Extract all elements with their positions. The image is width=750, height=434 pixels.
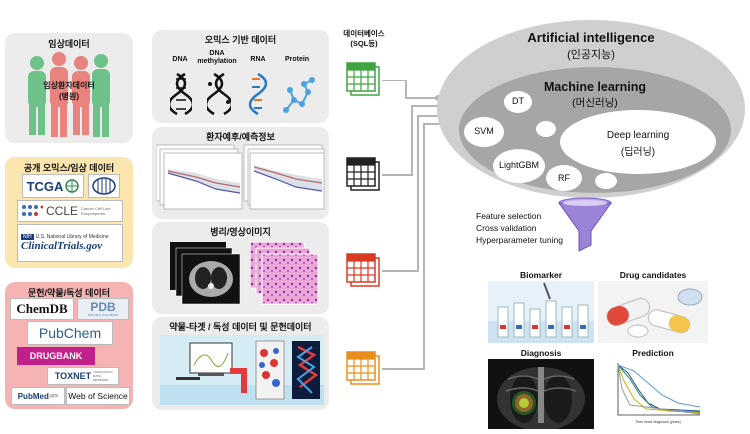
funnel-step-hyperparameter-tuning: Hyperparameter tuning	[476, 235, 563, 245]
ct-scan-stack-image	[170, 242, 241, 305]
rf-label: RF	[558, 173, 570, 183]
toxnet-label: TOXNET	[54, 371, 92, 381]
literature-data-panel: 문헌/약물/독성 데이터 ChemDB PDB PROTEIN DATA BAN…	[5, 282, 133, 409]
rna-strand-icon	[248, 72, 268, 116]
pubmed-label: PubMed	[17, 391, 49, 401]
database-subtitle: (SQL등)	[350, 39, 378, 48]
funnel-step-cross-validation: Cross validation	[476, 223, 537, 233]
omics-item-protein: Protein	[284, 56, 310, 63]
clinical-figure-sublabel: (병원)	[58, 92, 80, 101]
geo-logo	[88, 174, 120, 198]
lightgbm-label: LightGBM	[498, 160, 540, 170]
toxnet-sublabel: TOXICOLOGY DATA NETWORK	[93, 370, 113, 382]
funnel-step-feature-selection: Feature selection	[476, 211, 542, 221]
drugbank-logo: DRUGBANK	[17, 347, 95, 365]
pubmed-logo: PubMed .gov	[11, 387, 65, 405]
chemdb-label: ChemDB	[16, 301, 68, 316]
database-grid-icon-black	[346, 157, 380, 191]
biomarker-title: Biomarker	[519, 270, 563, 280]
prognosis-data-panel: 환자예후/예측정보	[152, 127, 329, 219]
literature-data-title: 문헌/약물/독성 데이터	[27, 288, 111, 298]
tcga-globe-icon	[65, 179, 80, 193]
nlm-label: U.S. National Library of Medicine	[35, 234, 109, 240]
omics-item-rna: RNA	[250, 56, 266, 63]
database-grid-icon-red	[346, 253, 380, 287]
database-grid-icon-orange	[346, 351, 380, 385]
database-title: 데이터베이스	[343, 29, 385, 38]
drug-target-data-title: 약물-타겟 / 독성 데이터 및 문헌데이터	[169, 322, 312, 332]
small-bubble-1	[536, 121, 556, 137]
deep-learning-bubble	[560, 110, 716, 174]
connector-lines	[382, 80, 449, 370]
drug-candidates-title: Drug candidates	[619, 270, 687, 280]
nih-badge: NIH	[21, 234, 34, 240]
small-bubble-2	[595, 173, 617, 189]
public-data-panel: 공개 오믹스/임상 데이터 TCGA CCLE Cancer Cell Line…	[5, 157, 133, 268]
pdb-label: PDB	[90, 300, 116, 314]
web-of-science-logo: Web of Science	[66, 387, 130, 405]
imaging-data-panel: 병리/영상이미지	[152, 222, 329, 314]
imaging-data-title: 병리/영상이미지	[210, 227, 271, 237]
deep-learning-label-ko: (딥러닝)	[620, 147, 656, 158]
clinical-data-title: 임상데이터	[48, 39, 90, 49]
database-grid-icon-green	[346, 62, 380, 96]
survival-curves-thumbnail	[156, 144, 325, 210]
dt-bubble	[504, 91, 532, 113]
prediction-title: Prediction	[632, 348, 674, 358]
pubchem-logo: PubChem	[27, 321, 113, 345]
ai-title-ko: (인공지능)	[567, 49, 615, 61]
rf-bubble	[546, 165, 582, 191]
ccle-label: CCLE	[46, 204, 79, 218]
clinicaltrials-label: ClinicalTrials.gov	[21, 240, 103, 252]
prediction-survival-plot: Time since diagnosis (years)	[608, 359, 704, 425]
protein-structure-icon	[283, 77, 315, 113]
svm-bubble	[464, 117, 504, 147]
toxnet-logo: TOXNET TOXICOLOGY DATA NETWORK	[47, 367, 119, 385]
ccle-sublabel: Cancer Cell Line Encyclopedia	[81, 206, 111, 216]
funnel-icon	[558, 197, 612, 252]
deep-learning-label: Deep learning	[606, 130, 670, 141]
clinical-data-panel: 임상데이터 임상환자데이터 (병원)	[5, 33, 133, 143]
tcga-logo: TCGA	[22, 174, 84, 198]
prognosis-data-title: 환자예후/예측정보	[206, 132, 275, 142]
pdb-logo: PDB PROTEIN DATA BANK	[77, 298, 129, 320]
omics-data-panel: 오믹스 기반 데이터 DNA DNA methylation RNA Prote…	[152, 30, 329, 123]
drug-target-data-panel: 약물-타겟 / 독성 데이터 및 문헌데이터	[152, 317, 329, 410]
ml-title-ko: (머신러닝)	[572, 97, 618, 109]
svm-label: SVM	[474, 126, 494, 136]
drug-candidates-image	[598, 281, 708, 343]
drugbank-label: DRUGBANK	[29, 351, 83, 361]
web-of-science-label: Web of Science	[68, 391, 128, 401]
public-data-title: 공개 오믹스/임상 데이터	[23, 163, 115, 173]
dt-label: DT	[512, 96, 524, 106]
clinicaltrials-logo: NIH U.S. National Library of Medicine Cl…	[17, 224, 123, 262]
geo-icon	[92, 177, 116, 195]
ccle-logo: CCLE Cancer Cell Line Encyclopedia	[17, 200, 123, 222]
diagnosis-title: Diagnosis	[520, 348, 562, 358]
ccle-dots-icon	[22, 205, 43, 216]
ai-title: Artificial intelligence	[527, 30, 655, 45]
tcga-label: TCGA	[26, 178, 64, 194]
pdb-sublabel: PROTEIN DATA BANK	[87, 313, 119, 317]
dna-helix-icon	[170, 72, 192, 116]
ml-title: Machine learning	[543, 80, 647, 94]
omics-item-dna: DNA	[172, 56, 188, 63]
drug-target-illustration	[160, 335, 324, 405]
patients-figure-icon	[28, 52, 110, 137]
chemdb-logo: ChemDB	[10, 298, 74, 320]
pubmed-suffix: .gov	[48, 393, 59, 399]
dna-methylation-icon	[207, 72, 231, 116]
omics-item-dna-methylation: DNA methylation	[197, 50, 237, 65]
pubchem-label: PubChem	[38, 325, 102, 341]
biomarker-image	[488, 281, 594, 343]
lightgbm-bubble	[493, 149, 545, 183]
clinical-figure-label: 임상환자데이터	[43, 81, 95, 90]
omics-data-title: 오믹스 기반 데이터	[204, 35, 277, 45]
diagnosis-xray-image	[488, 359, 594, 429]
prediction-x-axis-label: Time since diagnosis (years)	[635, 420, 681, 424]
pathology-slides-image	[250, 242, 319, 305]
